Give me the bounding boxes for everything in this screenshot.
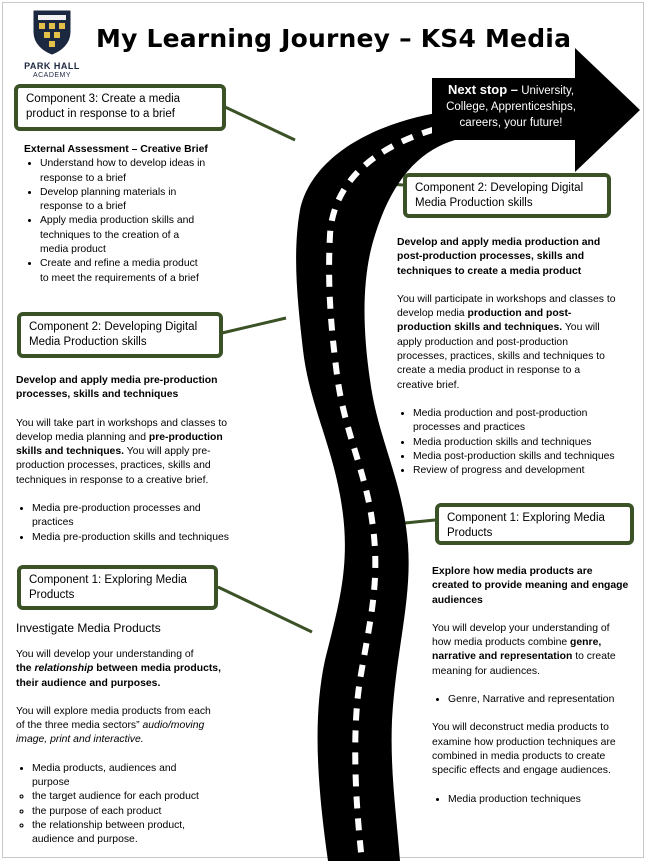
list-item: Media production and post-productionproc… [413,407,645,436]
left-component1-p2: the relationship between media products, [16,663,221,675]
right-component2-title-line2: Media Production skills [415,197,533,209]
right-component1-bullet-list-1: Genre, Narrative and representation [432,693,642,707]
next-stop-text: Next stop – University, College, Apprent… [436,82,586,131]
component3-heading: External Assessment – Creative Brief [24,144,208,155]
list-item: Understand how to develop ideas inrespon… [40,157,264,186]
right-component1-p8: specific effects and engage audiences. [432,765,611,777]
right-component2-p3: production skills and techniques. You wi… [397,322,600,334]
right-component2-heading-line2: post-production processes, skills and [397,251,585,263]
next-stop-text2: College, Apprenticeships, [446,101,576,113]
right-component1-p1: You will develop your understanding of [432,622,610,634]
right-component2-p7: creative brief. [397,379,460,391]
left-component2-p5: techniques in response to a creative bri… [16,474,209,486]
shield-logo-icon [33,10,71,55]
list-item: the relationship between product,audienc… [32,819,266,848]
component3-section: External Assessment – Creative Brief Und… [24,143,264,286]
right-component2-p1: You will participate in workshops and cl… [397,293,616,305]
right-component2-p4: apply production and post-production [397,336,568,348]
list-item: Media post-production skills and techniq… [413,450,645,464]
left-component2-section: Develop and apply media pre-production p… [16,374,266,545]
component3-title-line1: Component 3: Create a media [26,93,181,105]
right-component1-heading-line3: audiences [432,594,483,606]
list-item: the target audience for each product [32,790,266,804]
list-item: Media production techniques [448,793,642,807]
list-item: the purpose of each product [32,805,266,819]
right-component2-p5: processes, practices, skills and techniq… [397,351,605,363]
left-component2-p1: You will take part in workshops and clas… [16,417,228,429]
left-component1-p5: of the three media sectors” audio/moving [16,720,205,732]
school-sub: ACADEMY [32,72,72,79]
left-component2-box: Component 2: Developing Digital Media Pr… [17,312,223,358]
left-component2-heading-line2: processes, skills and techniques [16,389,179,401]
school-logo: PARK HALL ACADEMY [24,8,80,81]
left-component1-heading: Investigate Media Products [16,621,161,635]
right-component2-section: Develop and apply media production and p… [397,236,645,478]
right-component1-section: Explore how media products are created t… [432,565,642,807]
left-component1-p1: You will develop your understanding of [16,649,194,660]
right-component2-heading-line1: Develop and apply media production and [397,237,601,248]
left-component2-heading-line1: Develop and apply media pre-production [16,375,218,386]
left-component1-title-line2: Products [29,589,75,601]
next-stop-heading: Next stop – [447,82,519,97]
right-component1-p7: combined in media products to create [432,750,606,762]
right-component1-heading-line2: created to provide meaning and engage [432,580,629,592]
left-component2-title-line2: Media Production skills [29,336,147,348]
right-component2-p6: create a media product in response to a [397,365,581,377]
page-title: My Learning Journey – KS4 Media [96,24,572,53]
component3-title-line2: product in response to a brief [26,108,175,120]
right-component1-p4: meaning for audiences. [432,665,541,677]
next-stop-text3: careers, your future! [459,117,563,129]
left-component2-p2: develop media planning and pre-productio… [16,431,223,443]
right-component1-p6: examine how production techniques are [432,736,616,748]
right-component1-p3: narrative and representation to create [432,651,616,663]
right-component1-box: Component 1: Exploring Media Products [435,503,634,545]
right-component2-heading-line3: techniques to create a media product [397,265,582,277]
right-component2-box: Component 2: Developing Digital Media Pr… [403,173,611,218]
left-component2-p3: skills and techniques. You will apply pr… [16,446,211,458]
left-component1-title-line1: Component 1: Exploring Media [29,574,187,586]
arrow-icon [432,48,640,172]
component3-bullet-list: Understand how to develop ideas inrespon… [24,157,264,286]
right-component1-heading-line1: Explore how media products are [432,566,593,577]
right-component1-bullet-list-2: Media production techniques [432,793,642,807]
right-component1-p5: You will deconstruct media products to [432,722,609,734]
list-item: Apply media production skills andtechniq… [40,214,264,257]
list-item: Review of progress and development [413,464,645,478]
list-item: Media pre-production processes andpracti… [32,502,266,531]
left-component2-bullet-list: Media pre-production processes andpracti… [16,502,266,545]
list-item: Media production skills and techniques [413,436,645,450]
left-component2-title-line1: Component 2: Developing Digital [29,321,198,333]
left-component1-p3: their audience and purposes. [16,677,161,689]
next-stop-text1: University, [521,85,575,97]
left-component1-section: Investigate Media Products You will deve… [16,621,266,848]
list-item: Media pre-production skills and techniqu… [32,531,266,545]
left-component2-p4: production processes, practices, skills … [16,460,211,472]
component3-box: Component 3: Create a media product in r… [14,84,226,131]
right-component1-p2: how media products combine genre, [432,637,602,649]
left-component1-box: Component 1: Exploring Media Products [17,565,218,610]
left-component1-p4: You will explore media products from eac… [16,705,211,717]
right-component1-title-line1: Component 1: Exploring Media [447,512,605,524]
left-component1-p6: image, print and interactive. [16,734,144,746]
school-name: PARK HALL [24,61,80,71]
right-component2-p2: develop media production and post- [397,308,572,320]
left-component1-circle-list: the target audience for each product the… [16,790,266,847]
right-component1-title-line2: Products [447,527,493,539]
right-component2-bullet-list: Media production and post-productionproc… [397,407,645,478]
right-component2-title-line1: Component 2: Developing Digital [415,182,584,194]
list-item: Genre, Narrative and representation [448,693,642,707]
